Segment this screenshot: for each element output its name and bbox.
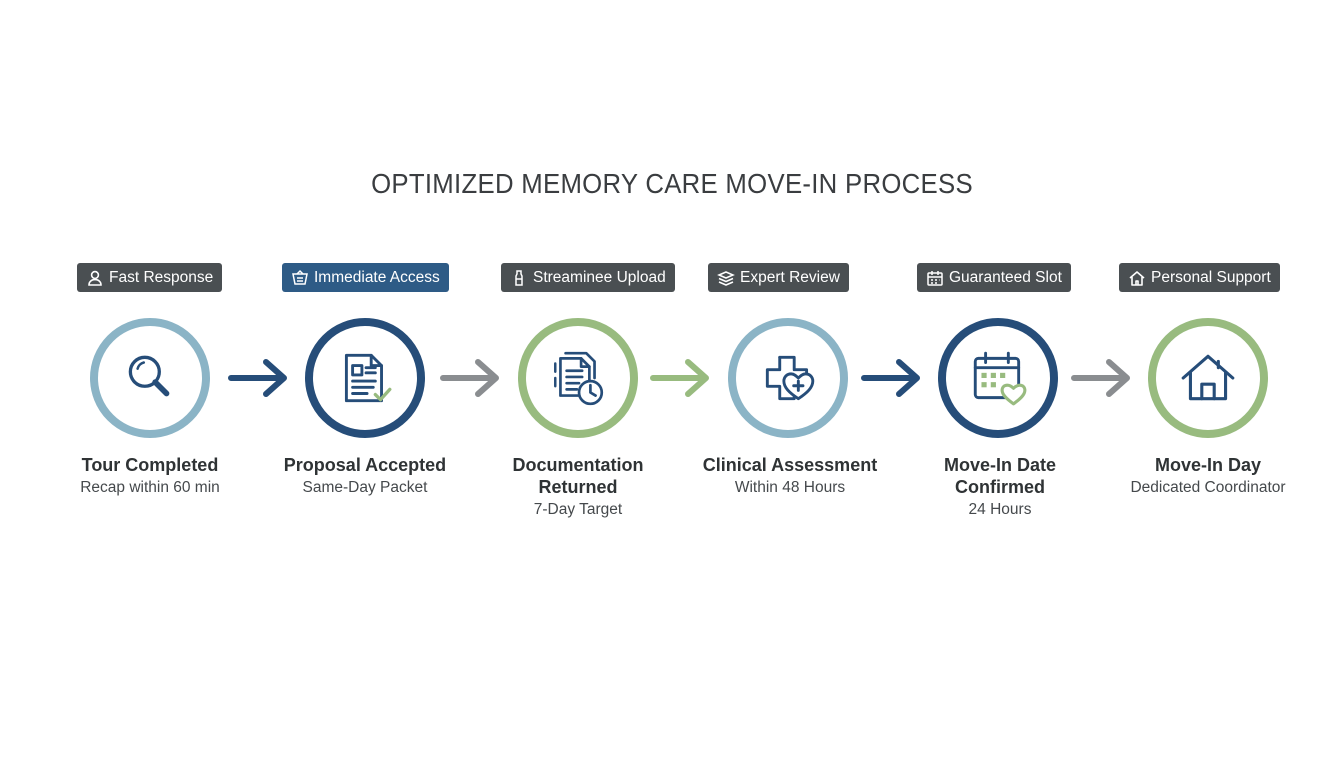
step-circle-proposal-accepted [305,318,425,438]
step-name: Proposal Accepted [283,455,447,475]
step-label-documentation-returned: Documentation Returned 7-Day Target [483,454,673,521]
step-circle-clinical-assessment [728,318,848,438]
step-subtitle: 7-Day Target [533,501,623,518]
stack-icon [717,269,735,287]
basket-icon [291,269,309,287]
step-label-clinical-assessment: Clinical Assessment Within 48 Hours [695,454,885,499]
step-circle-tour-completed [90,318,210,438]
step-label-proposal-accepted: Proposal Accepted Same-Day Packet [270,454,460,499]
document-check-icon [344,353,392,403]
house-icon [1181,354,1235,401]
step-name: Documentation [512,455,644,475]
arrow-right [859,356,925,400]
step-subtitle: Same-Day Packet [302,479,428,496]
badge-expert-review: Expert Review [708,263,849,292]
badge-label: Guaranteed Slot [949,268,1062,286]
step-name: Tour Completed [81,455,219,475]
step-name: Move-In Date [943,455,1057,475]
badge-label: Streaminee Upload [533,268,666,286]
step-circle-move-in-date-confirmed [938,318,1058,438]
step-circle-move-in-day [1148,318,1268,438]
medical-cross-heart-icon [765,355,815,401]
badge-guaranteed-slot: Guaranteed Slot [917,263,1071,292]
step-subtitle: Dedicated Coordinator [1130,479,1286,496]
diagram-title: OPTIMIZED MEMORY CARE MOVE-IN PROCESS [371,168,973,199]
arrow-right [1069,356,1135,400]
step-name-line-2: Returned [538,477,618,497]
bottle-icon [510,269,528,287]
step-subtitle: Recap within 60 min [80,479,220,496]
home-icon [1128,269,1146,287]
step-label-move-in-day: Move-In Day Dedicated Coordinator [1113,454,1303,499]
arrow-right [226,356,292,400]
badge-immediate-access: Immediate Access [282,263,449,292]
badge-label: Personal Support [1151,268,1271,286]
calendar-icon [926,269,944,287]
badge-personal-support: Personal Support [1119,263,1280,292]
calendar-heart-icon [973,351,1027,406]
badge-label: Immediate Access [314,268,440,286]
badge-label: Fast Response [109,268,214,286]
magnifier-icon [128,355,170,397]
step-name: Move-In Day [1154,455,1262,475]
step-name: Clinical Assessment [702,455,878,475]
arrow-right [648,356,714,400]
step-label-move-in-date-confirmed: Move-In Date Confirmed 24 Hours [905,454,1095,521]
step-name-line-2: Confirmed [955,477,1045,497]
arrow-right [438,356,504,400]
badge-label: Expert Review [740,268,840,286]
step-subtitle: Within 48 Hours [734,479,846,496]
step-circle-documentation-returned [518,318,638,438]
badge-streaminee-upload: Streaminee Upload [501,263,675,292]
step-label-tour-completed: Tour Completed Recap within 60 min [55,454,245,499]
person-icon [86,269,104,287]
step-subtitle: 24 Hours [968,501,1032,518]
documents-clock-icon [554,351,604,406]
badge-fast-response: Fast Response [77,263,223,292]
